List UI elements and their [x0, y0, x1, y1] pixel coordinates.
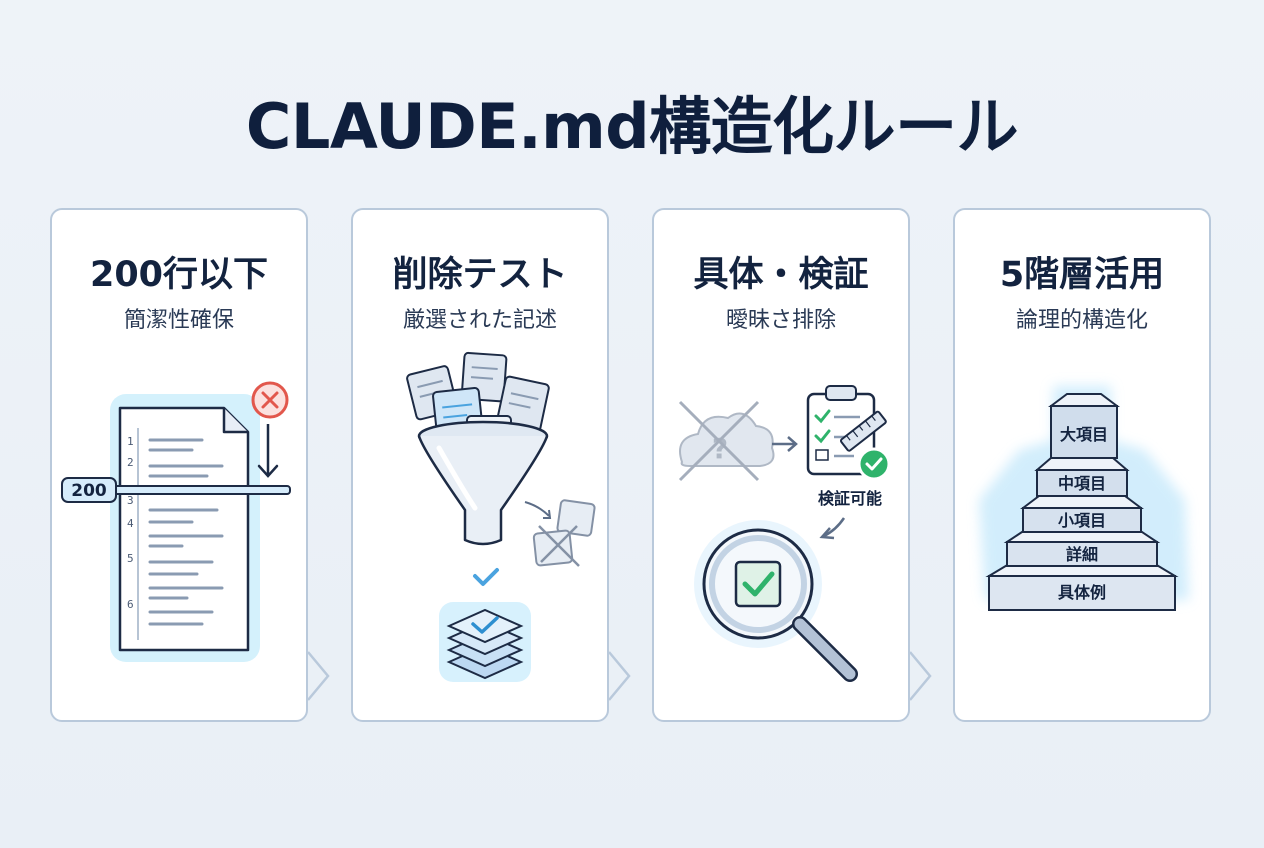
page-title: CLAUDE.md構造化ルール	[245, 90, 1019, 163]
card-title: 具体・検証	[693, 255, 869, 295]
verification-illustration: ? 検証可能	[678, 385, 891, 682]
card-five-levels: 5階層活用 論理的構造化 具体例 詳細 小項目 中項目	[953, 208, 1211, 722]
checklist-clipboard-icon	[806, 385, 891, 481]
card-subtitle: 厳選された記述	[402, 308, 557, 333]
line-number: 6	[127, 598, 134, 611]
line-number: 1	[127, 435, 134, 448]
card-deletion-test: 削除テスト 厳選された記述	[351, 208, 631, 722]
level-label: 詳細	[1066, 545, 1098, 564]
right-arrow-icon	[772, 436, 798, 452]
card-subtitle: 簡潔性確保	[123, 308, 234, 333]
document-icon: 1 2 3 4 5 6	[118, 406, 250, 652]
level-label: 具体例	[1058, 583, 1106, 602]
card-subtitle: 曖昧さ排除	[725, 308, 836, 333]
vague-cloud-icon: ?	[678, 400, 775, 482]
magnifier-icon	[694, 520, 858, 682]
card-subtitle: 論理的構造化	[1015, 308, 1148, 333]
limit-label: 200	[71, 481, 107, 501]
filtered-stack-icon	[439, 602, 531, 682]
check-icon	[473, 568, 499, 586]
line-number: 2	[127, 456, 134, 469]
card-title: 5階層活用	[999, 255, 1165, 295]
card-title: 200行以下	[89, 255, 269, 295]
chevron-right-icon	[307, 651, 330, 701]
card-title: 削除テスト	[392, 255, 568, 295]
pyramid-level: 詳細	[1003, 529, 1161, 567]
pyramid-level: 小項目	[1020, 495, 1144, 533]
line-number: 4	[127, 517, 134, 530]
card-specific-verify: 具体・検証 曖昧さ排除 ? 検証可能	[652, 208, 932, 722]
chevron-right-icon	[909, 651, 932, 701]
pyramid-level: 具体例	[985, 563, 1179, 611]
card-line-limit: 200行以下 簡潔性確保 1	[50, 208, 330, 722]
chevron-right-icon	[608, 651, 631, 701]
level-label: 小項目	[1058, 511, 1106, 530]
line-number: 3	[127, 494, 134, 507]
limit-bar: 200	[61, 477, 291, 503]
funnel-icon	[417, 420, 549, 546]
discard-arrow-icon	[524, 501, 552, 519]
curved-arrow-icon	[819, 517, 846, 540]
pyramid-level: 大項目	[1048, 393, 1120, 459]
svg-text:?: ?	[712, 432, 728, 465]
pyramid-illustration: 具体例 詳細 小項目 中項目 大項目	[979, 386, 1189, 611]
cross-circle-icon	[251, 381, 289, 419]
down-arrow-icon	[257, 424, 279, 478]
document-limit-illustration: 1 2 3 4 5 6 200	[61, 381, 291, 662]
line-number: 5	[127, 552, 134, 565]
verifiable-label: 検証可能	[818, 489, 882, 508]
discarded-documents-icon	[532, 499, 596, 567]
funnel-illustration	[406, 351, 596, 682]
pyramid-level: 中項目	[1034, 457, 1130, 497]
level-label: 大項目	[1060, 425, 1108, 444]
level-label: 中項目	[1058, 474, 1106, 493]
